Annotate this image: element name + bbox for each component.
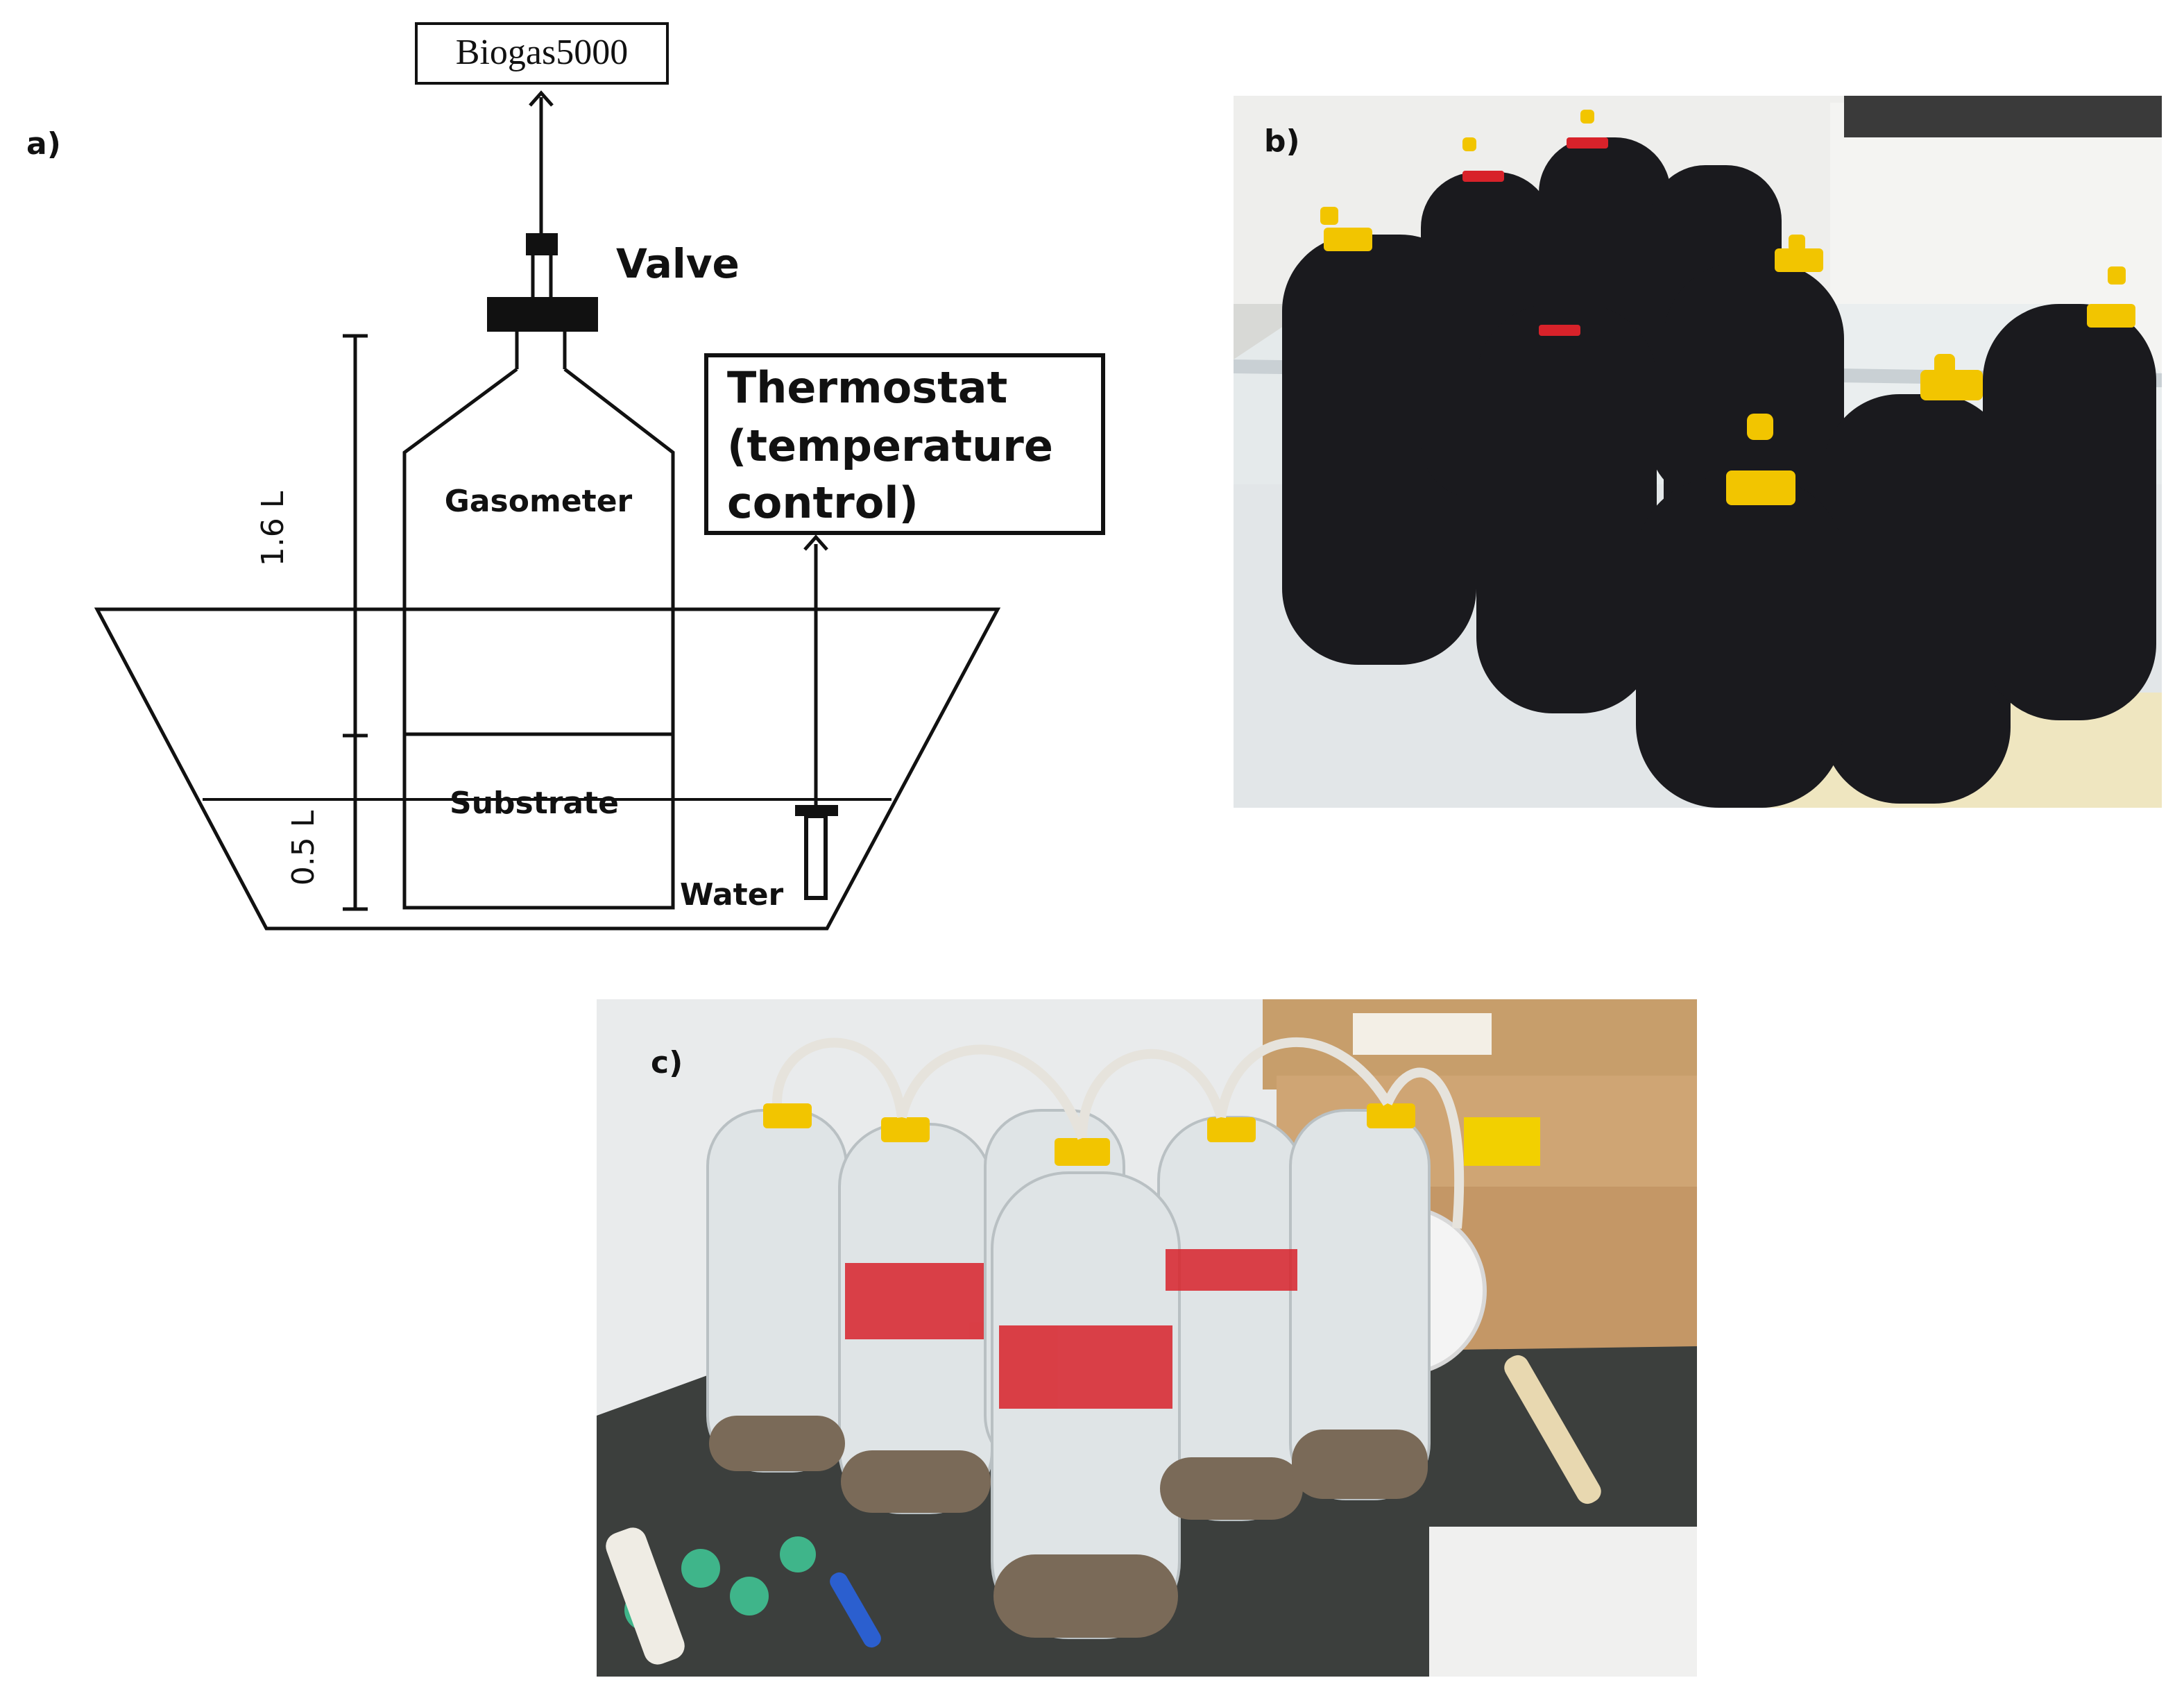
thermostat-label-line2: (temperature	[727, 421, 1053, 471]
thermostat-probe-cap	[795, 805, 838, 816]
valve-body	[487, 297, 598, 332]
substrate-label: Substrate	[450, 786, 619, 821]
thermostat-box	[704, 353, 1105, 535]
valve-stem	[526, 233, 558, 255]
photo-dark-bottles	[1234, 96, 2162, 808]
gasometer-bottle	[402, 367, 675, 910]
volume-bottom-label: 0.5 L	[286, 810, 321, 885]
volume-top-label: 1.6 L	[255, 491, 291, 566]
gasometer-schematic: a) Biogas5000 Valve Gasometer Substrate …	[26, 22, 1105, 931]
panel-b-label: b)	[1264, 124, 1300, 159]
thermostat-label-line3: control)	[727, 477, 919, 528]
thermostat-label-line1: Thermostat	[727, 362, 1007, 413]
water-label: Water	[680, 877, 784, 913]
biogas-box	[415, 22, 669, 85]
panel-a-label: a)	[26, 126, 61, 162]
photo-clear-bottles	[597, 999, 1697, 1677]
biogas-arrowhead	[529, 90, 554, 107]
gasometer-label: Gasometer	[445, 484, 633, 519]
valve-label: Valve	[616, 240, 740, 287]
water-bath	[94, 607, 1001, 931]
panel-c-label: c)	[651, 1045, 683, 1080]
thermostat-probe	[804, 814, 828, 900]
biogas-box-label: Biogas5000	[456, 33, 628, 72]
thermostat-arrowhead	[803, 534, 828, 551]
